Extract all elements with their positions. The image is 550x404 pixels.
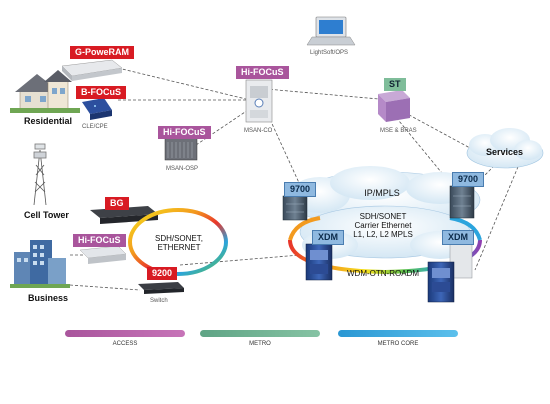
caption-msan-osp: MSAN-OSP — [166, 166, 199, 172]
cloud-carrier-line1: SDH/SONET — [359, 212, 407, 221]
cloud-carrier-line2: Carrier Ethernet — [354, 221, 412, 230]
core-cloud — [289, 166, 481, 259]
tag-b-focus: B-FOCuS — [76, 86, 126, 99]
building-icon — [10, 240, 70, 288]
legend-bars — [65, 330, 458, 337]
site-residential: Residential — [24, 116, 73, 126]
legend-access: ACCESS — [112, 341, 138, 347]
tag-hi-focus-business: Hi-FOCuS — [73, 234, 126, 247]
mse-bras-device — [378, 90, 410, 122]
cell-tower-icon — [33, 143, 47, 206]
xdm-left-device — [305, 243, 333, 281]
caption-cle-cpe: CLE/CPE — [82, 124, 108, 130]
tag-g-poweram: G-PoweRAM — [70, 46, 134, 59]
tag-bg: BG — [105, 197, 129, 210]
cloud-icon — [466, 128, 544, 169]
msan-co-device — [245, 79, 273, 123]
ring-wdm: WDM-OTN-ROADM — [347, 269, 419, 278]
switch-device — [138, 282, 184, 294]
tag-9700-right: 9700 — [452, 172, 485, 187]
ring-sdh-ethernet-line1: SDH/SONET, — [154, 234, 203, 243]
house-icon — [10, 70, 80, 113]
rack-icon — [449, 185, 475, 219]
ring-sdh-ethernet-line2: ETHERNET — [157, 243, 201, 252]
cloud-carrier-line3: L1, L2, L2 MPLS — [353, 230, 413, 239]
tag-hi-focus-osp: Hi-FOCuS — [158, 126, 211, 139]
site-services: Services — [486, 147, 524, 157]
caption-switch: Switch — [150, 298, 168, 304]
cloud-carrier: SDH/SONET Carrier Ethernet L1, L2, L2 MP… — [343, 212, 423, 239]
tag-hi-focus-co: Hi-FOCuS — [236, 66, 289, 79]
modem-icon — [82, 98, 112, 120]
msan-osp-device — [164, 137, 198, 161]
g-poweram-device — [61, 59, 123, 81]
xdm-right-device — [427, 243, 473, 303]
tag-xdm-right: XDM — [442, 230, 474, 245]
tag-9200: 9200 — [147, 267, 178, 280]
sdh-ethernet-ring — [128, 208, 228, 276]
caption-mse-bras: MSE & BRAS — [380, 128, 417, 134]
cloud-ip-mpls: IP/MPLS — [364, 188, 400, 198]
legend-metro-core: METRO CORE — [377, 341, 419, 347]
rack-icon — [282, 195, 308, 221]
laptop-icon — [306, 16, 356, 46]
site-business: Business — [28, 293, 69, 303]
hi-focus-business-device — [79, 245, 127, 264]
site-cell-tower: Cell Tower — [24, 210, 69, 220]
ring-sdh-ethernet: SDH/SONET, ETHERNET — [152, 234, 206, 252]
caption-msan-co: MSAN-CO — [244, 128, 273, 134]
tag-xdm-left: XDM — [312, 230, 344, 245]
tag-9700-left: 9700 — [284, 182, 317, 197]
tag-st: ST — [384, 78, 406, 91]
legend-metro: METRO — [249, 341, 271, 347]
caption-lightsoft: LightSoft/OPS — [310, 50, 349, 56]
